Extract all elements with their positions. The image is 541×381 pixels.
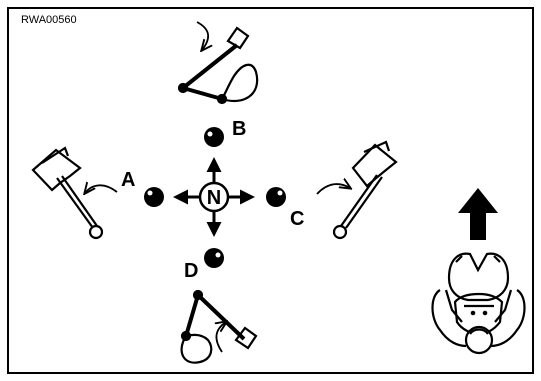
figure-code: RWA00560 bbox=[21, 14, 77, 26]
dot-d bbox=[204, 248, 224, 268]
label-b: B bbox=[232, 118, 246, 140]
label-a: A bbox=[121, 169, 135, 191]
dot-b bbox=[204, 127, 224, 147]
shift-pedal-right bbox=[316, 140, 398, 240]
position-dots bbox=[144, 127, 286, 268]
direction-arrows bbox=[173, 157, 255, 237]
forward-direction-arrow bbox=[458, 188, 498, 240]
neutral-label: N bbox=[207, 187, 221, 209]
shift-pedal-top bbox=[177, 21, 259, 105]
label-d: D bbox=[184, 260, 198, 282]
dot-a bbox=[144, 187, 164, 207]
shift-pedal-bottom bbox=[180, 289, 258, 364]
neutral-indicator: N bbox=[198, 181, 230, 213]
shift-pedal-left bbox=[31, 146, 118, 240]
rider-top-view-icon bbox=[431, 252, 526, 355]
label-c: C bbox=[290, 208, 304, 230]
dot-c bbox=[266, 187, 286, 207]
